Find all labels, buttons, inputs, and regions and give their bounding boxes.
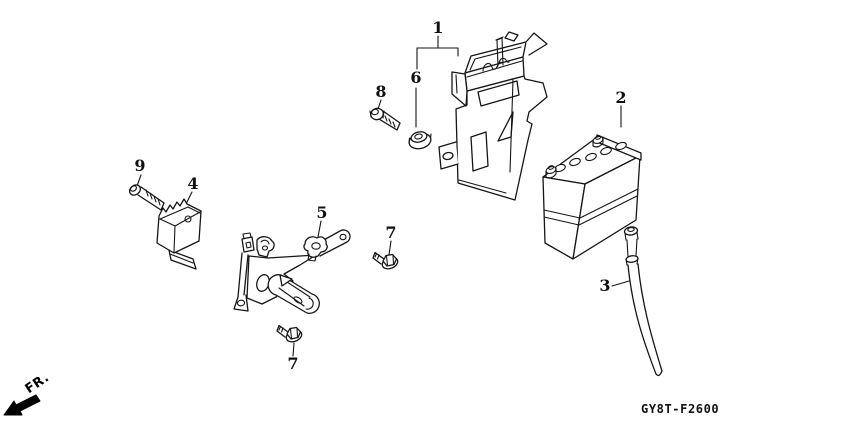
callout-label-4: 4 xyxy=(187,174,199,193)
callout-label-7: 7 xyxy=(287,354,299,373)
relay-illustration xyxy=(156,198,202,270)
callout-label-2: 2 xyxy=(615,88,627,107)
callout-label-1: 1 xyxy=(432,18,444,37)
callout-label-7: 7 xyxy=(385,223,397,242)
leader-1 xyxy=(416,35,459,70)
callout-label-3: 3 xyxy=(599,276,611,295)
callout-label-8: 8 xyxy=(375,82,387,101)
ecu-bracket-illustration xyxy=(438,31,548,201)
leader-5 xyxy=(317,220,322,238)
diagram-code: GY8T-F2600 xyxy=(641,402,720,416)
bolt-8-illustration xyxy=(369,107,401,131)
leader-7-lower xyxy=(292,342,295,357)
grommet-illustration xyxy=(408,131,432,150)
callout-label-9: 9 xyxy=(134,156,146,175)
callout-label-5: 5 xyxy=(316,203,328,222)
stay-bracket-illustration xyxy=(233,229,351,314)
bolt-7-lower-illustration xyxy=(276,324,305,345)
screw-illustration xyxy=(128,184,165,211)
leader-7-upper xyxy=(388,240,392,256)
fr-arrow xyxy=(3,394,41,416)
leader-9 xyxy=(136,174,142,187)
battery-illustration xyxy=(542,134,642,260)
leader-3 xyxy=(611,280,630,287)
leader-8 xyxy=(377,99,382,110)
callout-label-6: 6 xyxy=(410,68,422,87)
leader-4 xyxy=(185,191,193,205)
breather-tube-illustration xyxy=(623,226,663,377)
leader-lines xyxy=(136,35,630,357)
bolt-7-upper-illustration xyxy=(372,251,401,272)
